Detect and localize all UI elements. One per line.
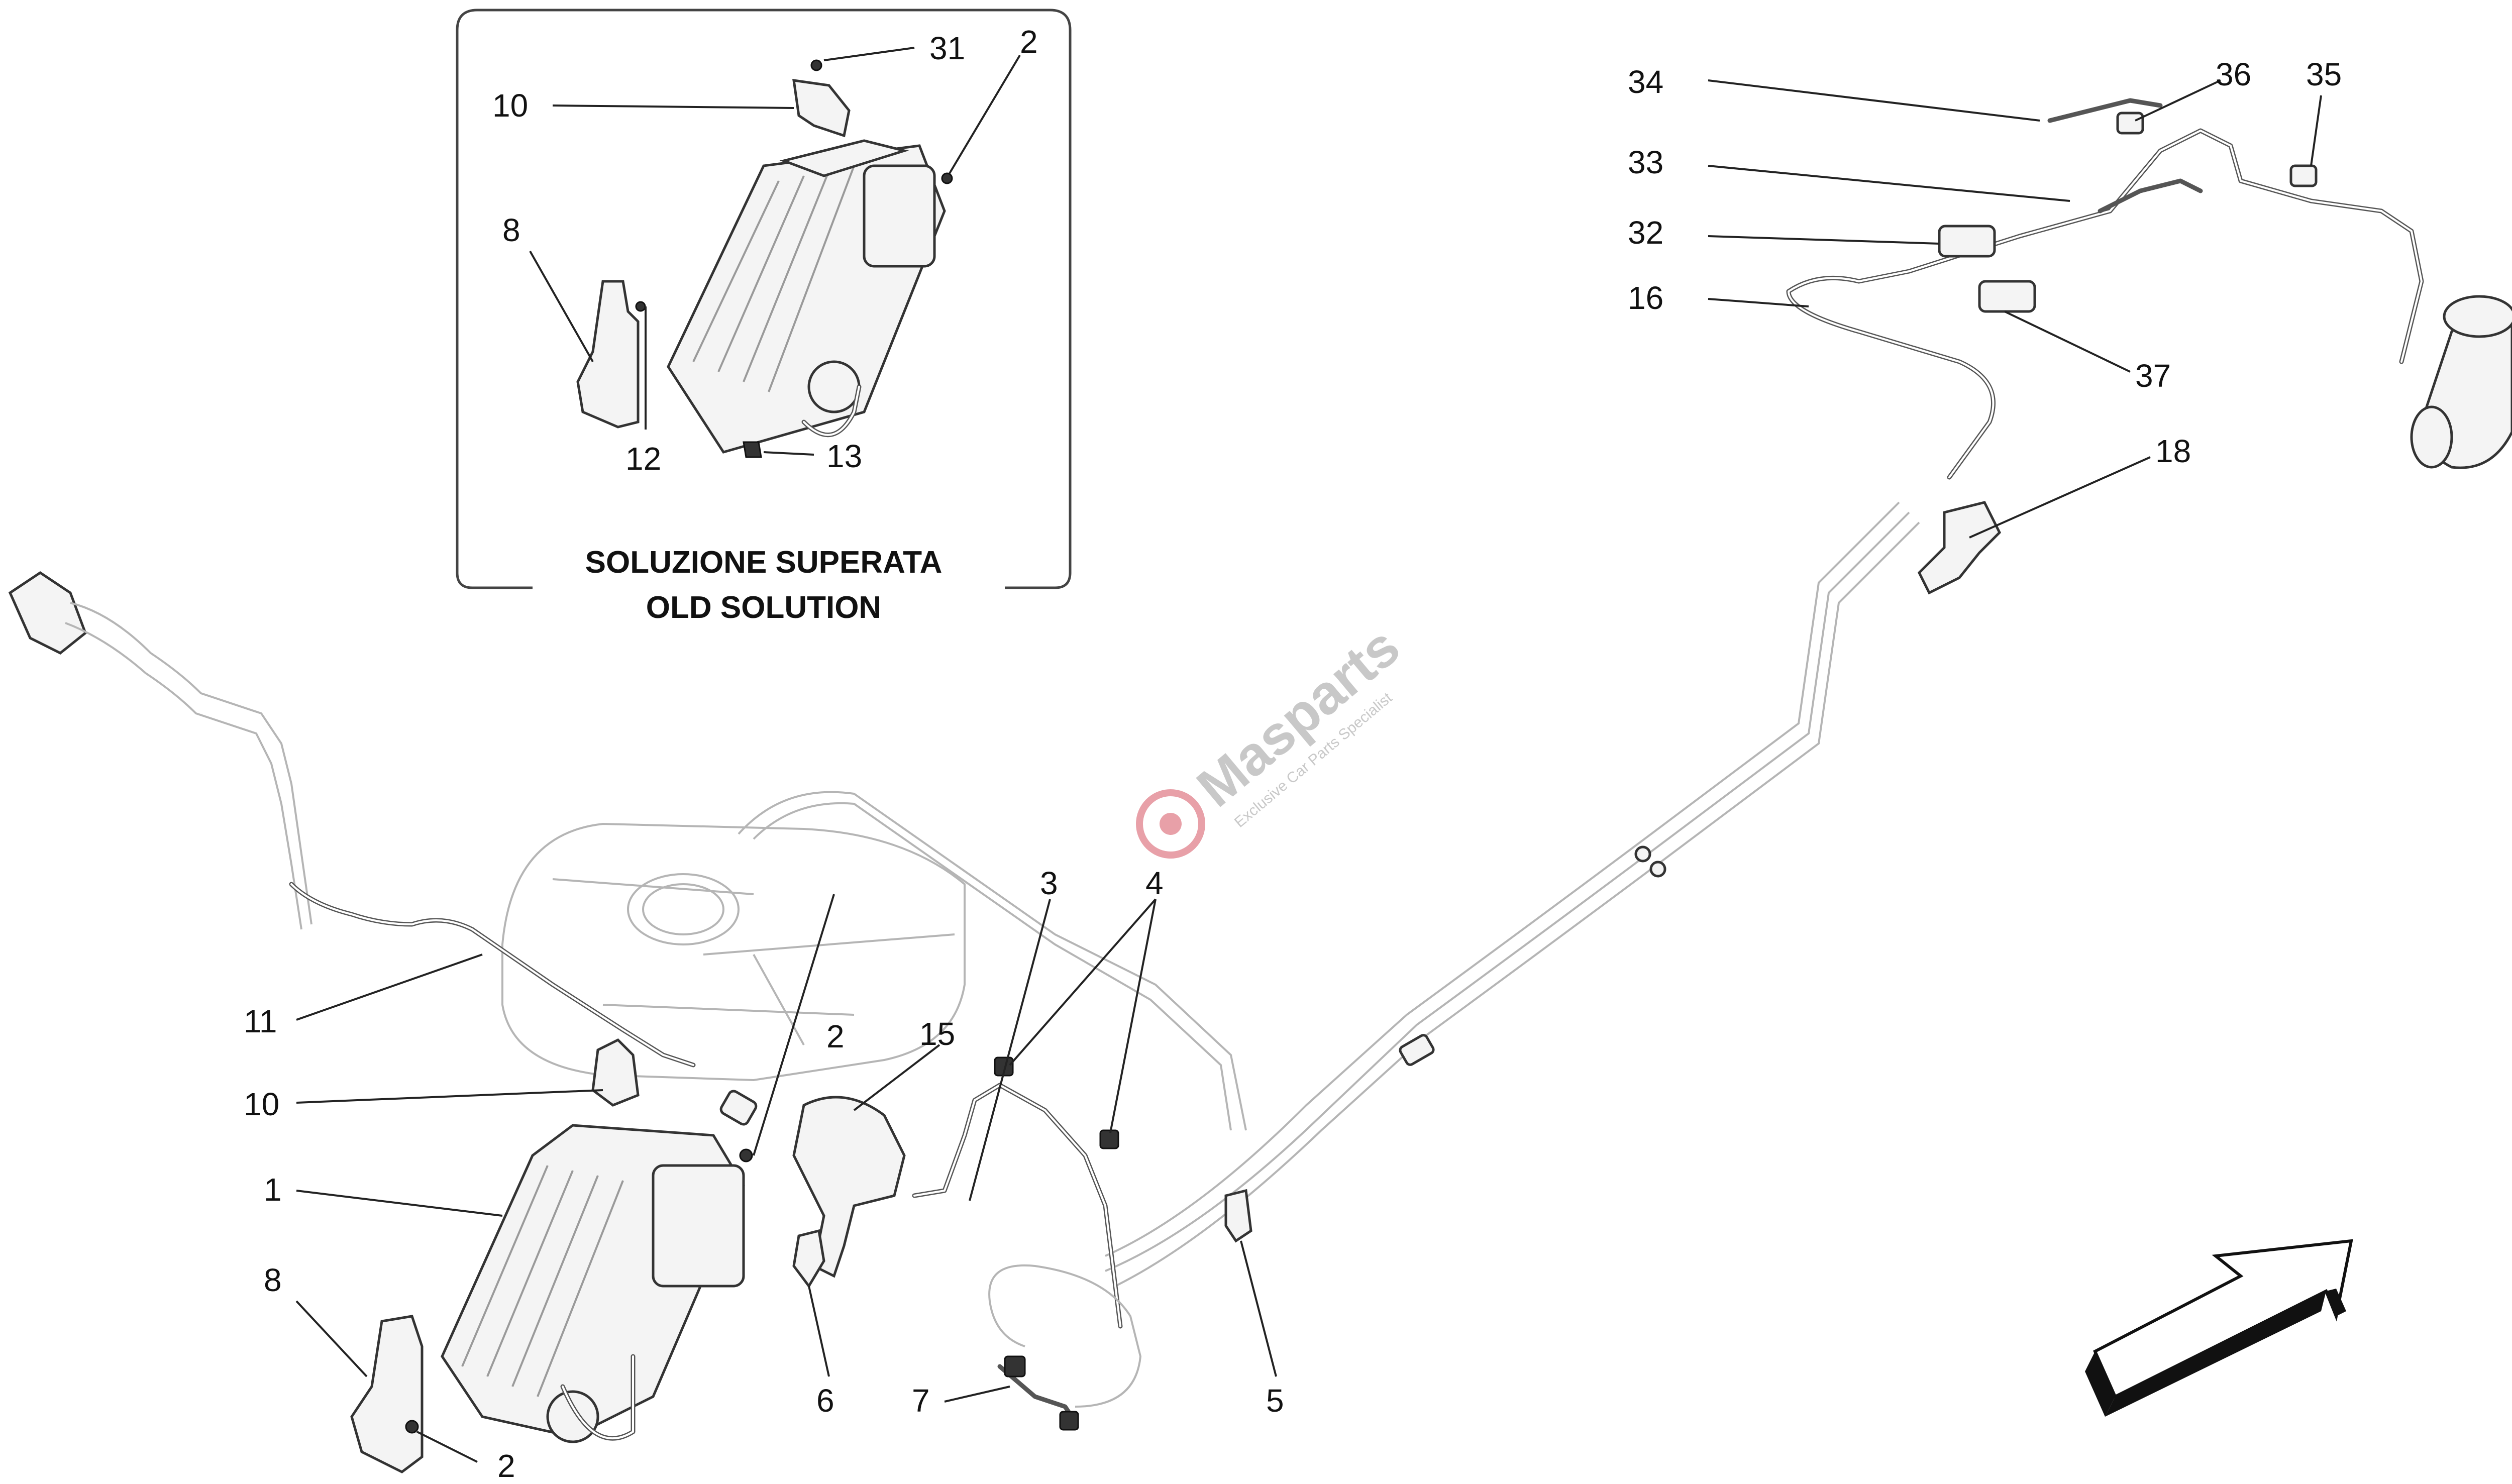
bracket-10 — [591, 1038, 640, 1107]
callout-8: 8 — [264, 1262, 282, 1298]
callout-16: 16 — [1628, 280, 1663, 316]
purge-valve-assembly — [1786, 98, 2512, 480]
inset-callout-13: 13 — [826, 438, 862, 474]
inset-bracket-8 — [576, 280, 640, 429]
filler-neck-left — [8, 571, 312, 930]
valve-6 — [792, 1229, 825, 1289]
bracket-8 — [350, 1315, 424, 1473]
callout-3: 3 — [1040, 865, 1058, 901]
fuel-tank-outline — [501, 791, 1247, 1131]
inset-bracket-10 — [792, 79, 851, 138]
callout-35: 35 — [2306, 56, 2342, 92]
clip-5 — [1224, 1189, 1252, 1243]
nut-2-bottom — [405, 1420, 419, 1434]
watermark-logo-icon — [1136, 789, 1205, 859]
inset-canister — [667, 139, 946, 454]
vent-hose-11 — [289, 882, 696, 1068]
clip-4b — [1099, 1129, 1119, 1149]
inset-callout-12: 12 — [625, 441, 661, 477]
inset-screw-13 — [743, 441, 762, 458]
inset-callout-31: 31 — [929, 30, 965, 66]
callout-15: 15 — [919, 1016, 955, 1052]
inset-bolt-12 — [635, 301, 646, 312]
callout-32: 32 — [1628, 215, 1663, 251]
inset-caption-english: OLD SOLUTION — [646, 590, 881, 625]
callout-37: 37 — [2135, 358, 2171, 394]
callout-2-middle: 2 — [826, 1018, 845, 1054]
sensor-18 — [1917, 501, 2002, 595]
inset-callout-10: 10 — [492, 87, 528, 124]
nut-2-middle — [739, 1148, 753, 1162]
inset-nut-31 — [810, 59, 822, 71]
callout-11: 11 — [244, 1003, 277, 1039]
callout-5: 5 — [1266, 1383, 1284, 1419]
inset-callout-8: 8 — [502, 212, 520, 248]
carbon-canister-1 — [441, 1124, 745, 1443]
main-leaders — [295, 79, 2322, 1463]
callout-18: 18 — [2155, 433, 2191, 469]
inset-callout-2: 2 — [1020, 24, 1038, 60]
callout-33: 33 — [1628, 144, 1663, 180]
callout-7: 7 — [912, 1383, 930, 1419]
forward-arrow-icon — [2085, 1239, 2353, 1417]
watermark: Masparts Exclusive Car Parts Specialist — [1136, 615, 1411, 859]
callout-1: 1 — [264, 1172, 282, 1208]
callout-6: 6 — [816, 1383, 834, 1419]
hose-7 — [988, 1264, 1142, 1431]
old-solution-inset: 31 2 10 8 12 13 SOLUZIONE SUPERATA OLD S… — [456, 9, 1072, 625]
fuel-lines-right — [1105, 501, 1920, 1287]
inset-frame — [456, 9, 1072, 589]
pipe-15 — [792, 1096, 906, 1278]
inset-nut-2 — [941, 172, 953, 184]
callout-34: 34 — [1628, 64, 1663, 100]
inset-caption-italian: SOLUZIONE SUPERATA — [585, 545, 943, 580]
callout-2-bottom: 2 — [497, 1448, 515, 1484]
callout-4: 4 — [1145, 865, 1164, 901]
callout-10: 10 — [244, 1086, 279, 1122]
pipe-3 — [912, 1083, 1123, 1329]
callout-36: 36 — [2216, 56, 2251, 92]
